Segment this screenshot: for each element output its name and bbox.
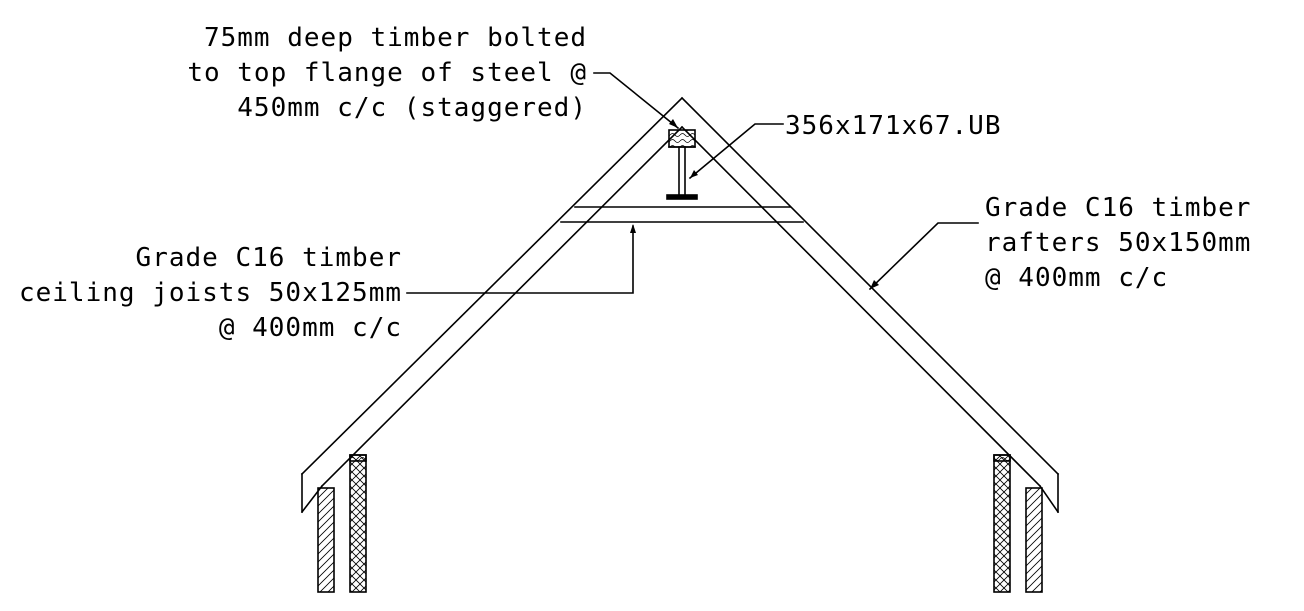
ceiling-joist [560,206,804,223]
left-rafter [300,96,684,514]
label-rafters: Grade C16 timber rafters 50x150mm @ 400m… [985,193,1251,293]
label-timber-block-line-2: to top flange of steel @ [187,58,587,88]
label-steel-beam: 356x171x67.UB [785,111,1002,141]
label-rafters-line-3: @ 400mm c/c [985,263,1168,293]
label-ceiling-joists-line-1: Grade C16 timber [136,243,402,273]
label-timber-block-line-3: 450mm c/c (staggered) [237,93,587,123]
label-timber-block-line-1: 75mm deep timber bolted [204,23,587,53]
label-ceiling-joists-line-3: @ 400mm c/c [219,313,402,343]
leader-ceiling-joists [406,224,636,294]
timber-block [668,129,696,148]
right-wall [993,454,1043,593]
label-ceiling-joists: Grade C16 timber ceiling joists 50x125mm… [19,243,402,343]
label-timber-block: 75mm deep timber bolted to top flange of… [187,23,587,123]
leader-timber-block [593,72,680,130]
label-rafters-line-1: Grade C16 timber [985,193,1251,223]
left-wall [317,454,367,593]
label-rafters-line-2: rafters 50x150mm [985,228,1251,258]
right-rafter [680,96,1060,514]
leader-rafters [868,222,979,291]
leader-steel-beam [688,123,784,180]
label-ceiling-joists-line-2: ceiling joists 50x125mm [19,278,402,308]
